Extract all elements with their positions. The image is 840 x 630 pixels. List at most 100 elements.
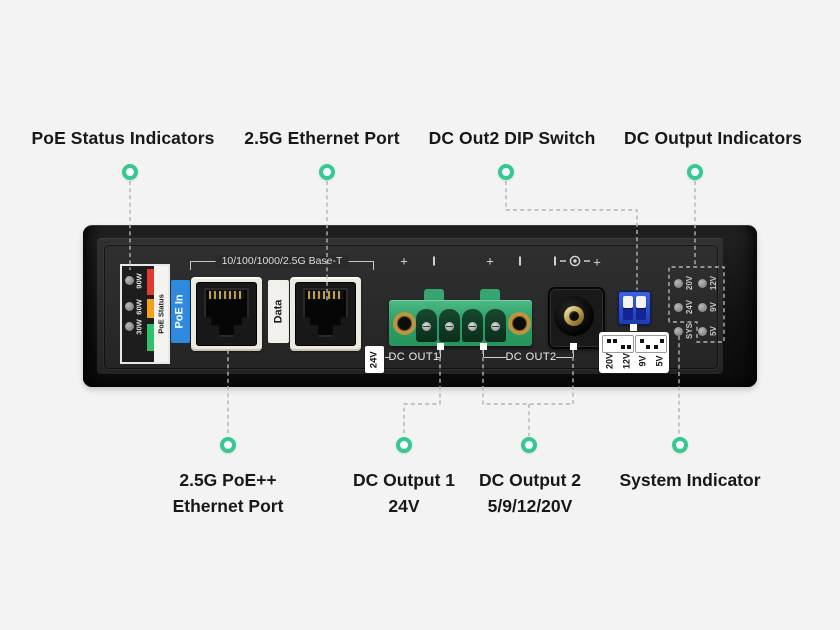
connector-line [385, 356, 390, 358]
poe-status-strip [154, 266, 168, 362]
dip-option-12v: 12V [621, 352, 632, 370]
led-label-30w: 30W [134, 319, 144, 335]
terminal-pin [439, 309, 460, 342]
poe-status-title: PoE Status [156, 294, 166, 334]
marker-ethernet-port [319, 164, 335, 180]
callout-label-dc-output2: DC Output 2 5/9/12/20V [479, 467, 581, 519]
callout-label-ethernet-port: 2.5G Ethernet Port [244, 128, 400, 148]
marker-poe-status [122, 164, 138, 180]
anchor-square-out1 [436, 342, 444, 350]
plus-mark: + [593, 254, 601, 270]
marker-poe-port [220, 437, 236, 453]
dip-slot-1 [623, 296, 633, 320]
terminal-mount-screw [507, 311, 531, 335]
terminal-pin [485, 309, 506, 342]
plus-mark: + [486, 253, 494, 269]
dc-jack-hole [569, 311, 579, 321]
dip-toggle-1[interactable] [623, 296, 633, 308]
marker-dip-switch [498, 164, 514, 180]
terminal-pin [416, 309, 437, 342]
dip-slot-2 [636, 296, 646, 320]
callout-label-system-indicator: System Indicator [619, 467, 760, 493]
dc-out2-label: DC OUT2 [505, 351, 557, 363]
led-9v [697, 302, 707, 312]
label-line1: DC Output 1 [352, 470, 456, 490]
callout-label-dc-output1: DC Output 1 24V [353, 467, 455, 519]
ind-label-sys: SYS [685, 322, 694, 340]
data-port[interactable] [290, 277, 361, 351]
connector-line [556, 356, 573, 358]
plus-mark: + [400, 253, 408, 269]
poe-in-port[interactable] [191, 277, 262, 351]
label-line2: 5/9/12/20V [487, 496, 573, 516]
data-label-text: Data [272, 299, 284, 324]
marker-system-indicator [672, 437, 688, 453]
dip-legend: 20V 12V 9V 5V [599, 332, 669, 373]
ind-label-20v: 20V [685, 275, 694, 291]
speed-bracket: 10/100/1000/2.5G Base-T [190, 255, 374, 270]
poe-in-label-text: PoE In [174, 294, 187, 329]
led-sys [673, 326, 683, 336]
dip-legend-box-2 [635, 335, 667, 353]
label-line1: System Indicator [619, 470, 761, 490]
out1-voltage-text: 24V [368, 351, 380, 368]
ind-label-5v: 5V [709, 326, 718, 336]
poe-in-label: PoE In [171, 280, 190, 343]
anchor-square-jack [569, 342, 577, 350]
led-12v [697, 278, 707, 288]
marker-dc-indicators [687, 164, 703, 180]
label-line2: Ethernet Port [172, 496, 284, 516]
out1-voltage-box: 24V [365, 346, 384, 373]
ind-label-24v: 24V [685, 299, 694, 315]
led-label-90w: 90W [134, 273, 144, 289]
callout-label-dc-output-indicators: DC Output Indicators [624, 128, 802, 148]
terminal-mount-screw [392, 311, 416, 335]
connector-line [572, 350, 574, 357]
bar-30w [147, 324, 154, 351]
connector-line [439, 350, 441, 357]
label-line1: 2.5G PoE++ [179, 470, 277, 490]
dip-toggle-2[interactable] [636, 296, 646, 308]
terminal-tab [480, 289, 500, 302]
poe-in-port-frame [196, 282, 257, 346]
dip-legend-box-1 [602, 335, 634, 353]
rj45-pins [209, 290, 244, 299]
led-label-60w: 60W [134, 299, 144, 315]
anchor-square-dip [629, 323, 637, 331]
minus-mark [433, 256, 435, 266]
led-24v [673, 302, 683, 312]
terminal-pin [462, 309, 483, 342]
label-line2: 24V [388, 496, 420, 516]
label-line1: DC Output 2 [478, 470, 582, 490]
dip-option-9v: 9V [637, 355, 648, 367]
led-30w [125, 322, 134, 331]
marker-dc-out2 [521, 437, 537, 453]
connector-line [484, 356, 506, 358]
ind-label-12v: 12V [709, 275, 718, 291]
marker-dc-out1 [396, 437, 412, 453]
rj45-opening [204, 288, 249, 337]
led-5v [697, 326, 707, 336]
minus-mark [519, 256, 521, 266]
dip-option-5v: 5V [654, 355, 665, 367]
dc-out1-label: DC OUT1 [388, 351, 440, 363]
data-label: Data [268, 280, 289, 343]
callout-label-poe-ethernet-port: 2.5G PoE++ Ethernet Port [173, 467, 284, 519]
terminal-tab [424, 289, 444, 302]
speed-label: 10/100/1000/2.5G Base-T [215, 255, 349, 268]
connector-line [482, 350, 484, 357]
led-60w [125, 302, 134, 311]
rj45-pins [308, 290, 343, 299]
callout-label-poe-status-indicators: PoE Status Indicators [31, 128, 215, 148]
dip-switch[interactable] [618, 291, 651, 325]
led-20v [673, 278, 683, 288]
minus-mark [554, 256, 556, 266]
callout-label-dip-switch: DC Out2 DIP Switch [428, 128, 596, 148]
data-port-frame [295, 282, 356, 346]
poe-status-panel: 90W 60W 30W PoE Status [120, 264, 170, 364]
led-90w [125, 276, 134, 285]
anchor-square-out2 [479, 342, 487, 350]
ind-label-9v: 9V [709, 302, 718, 312]
rj45-opening [303, 288, 348, 337]
